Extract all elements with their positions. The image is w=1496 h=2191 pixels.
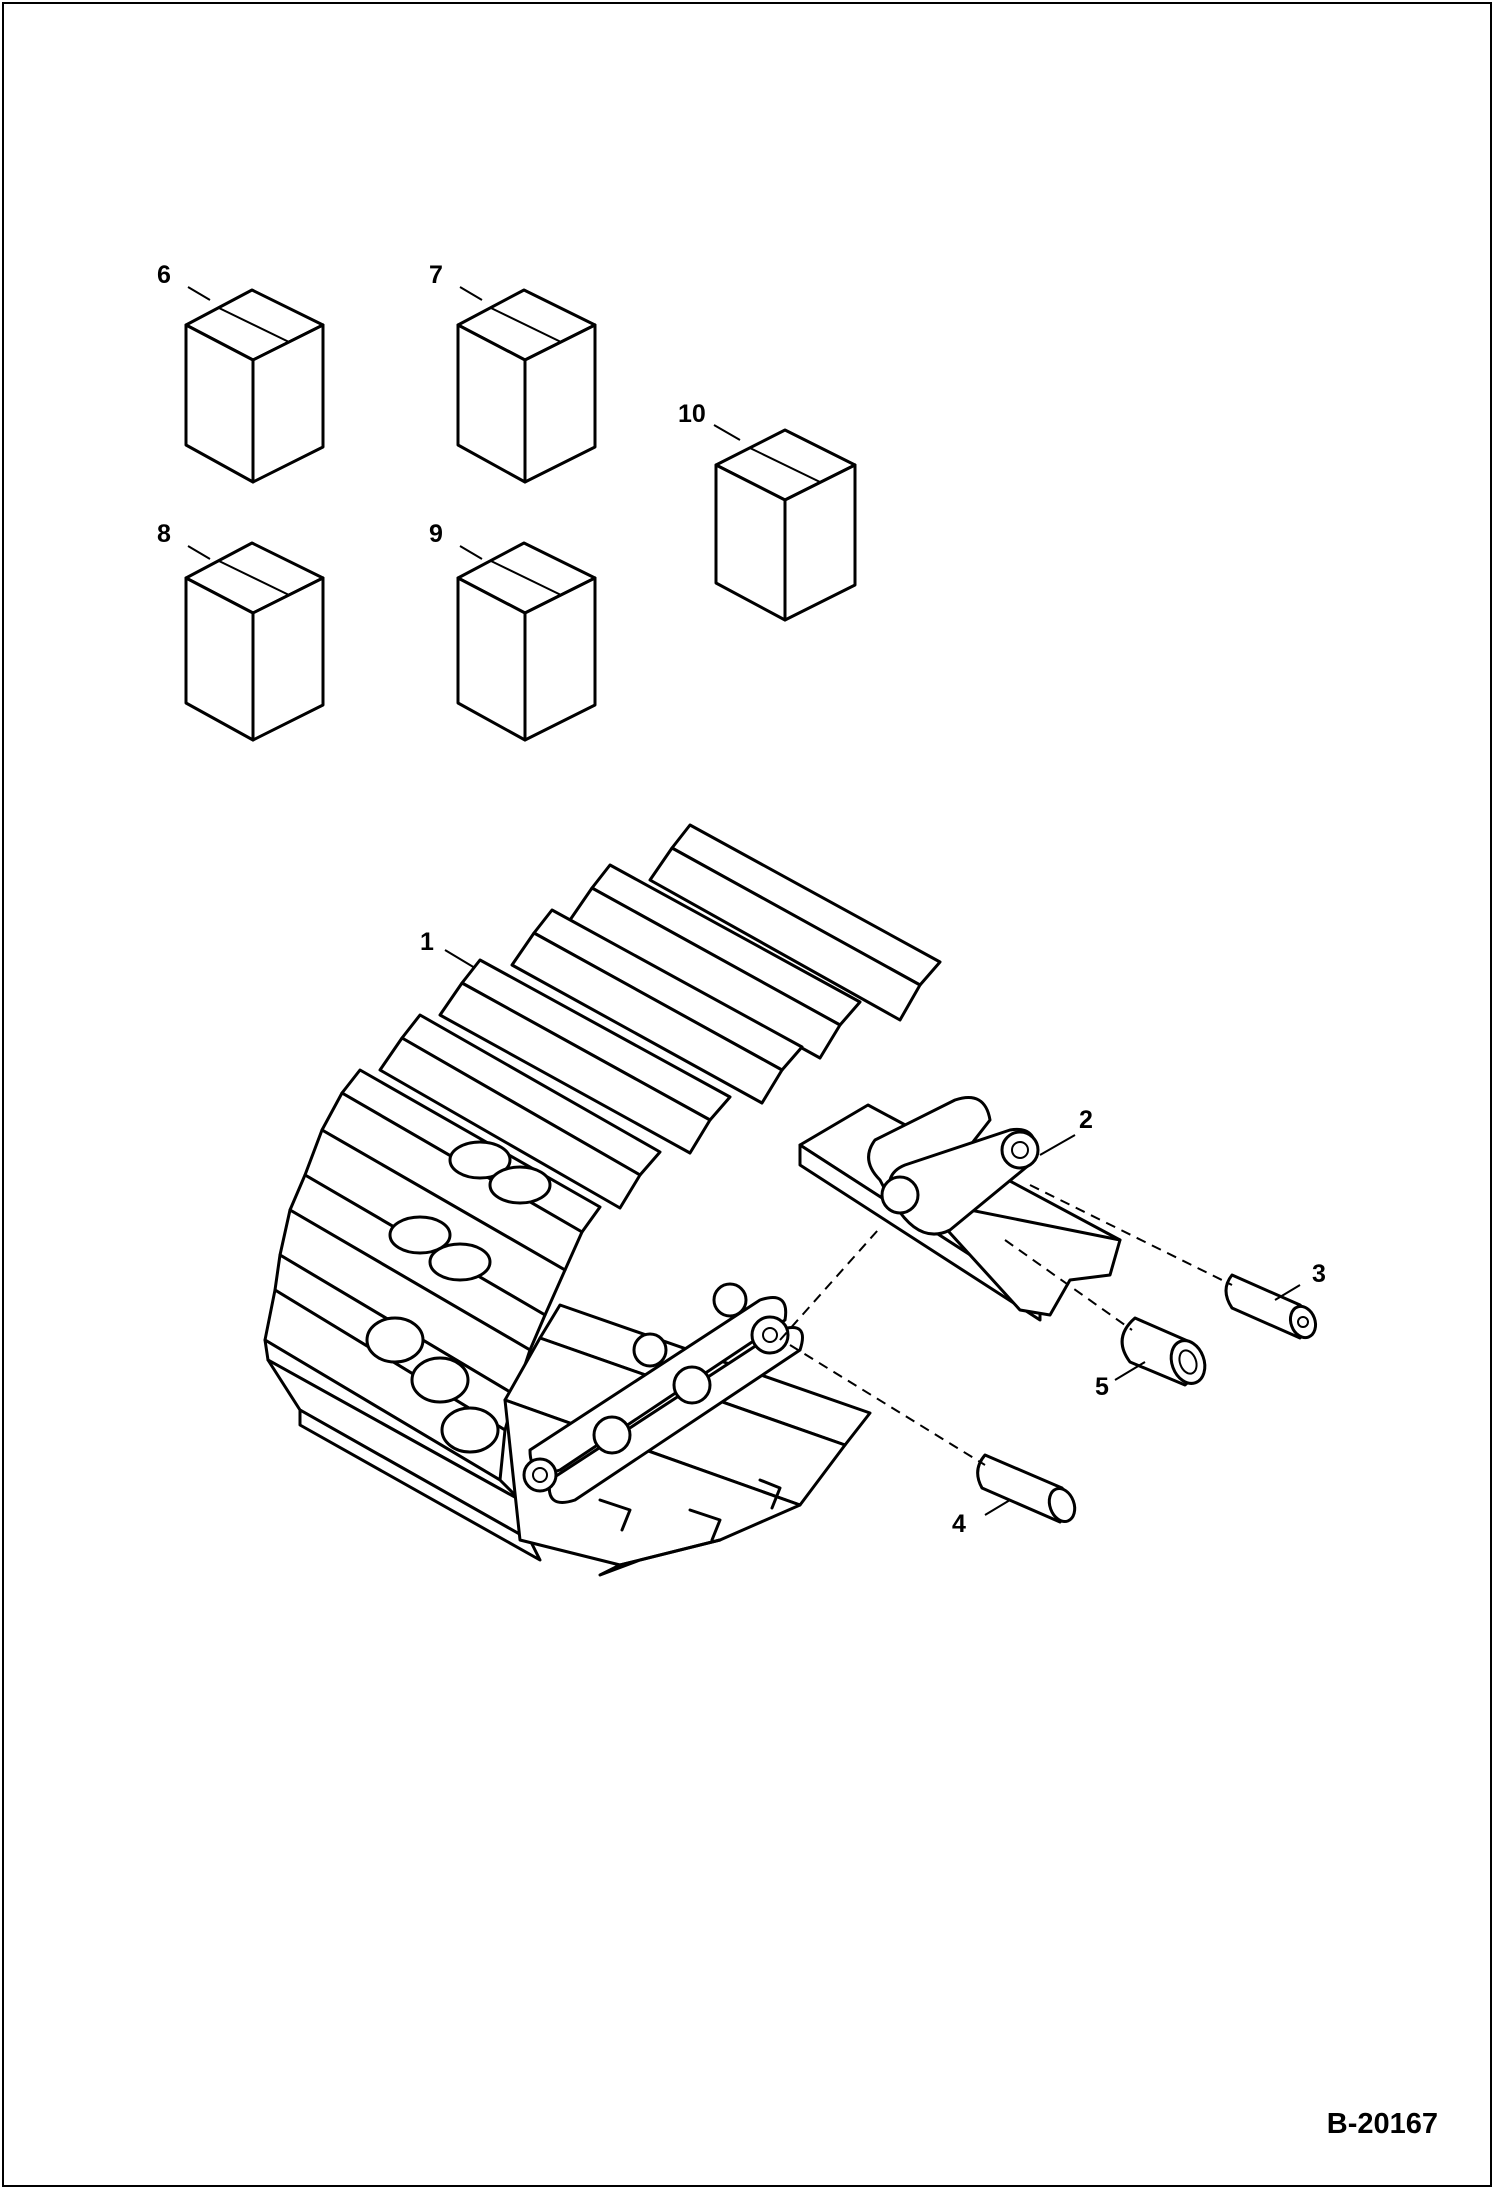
callout-6: 6 — [157, 261, 171, 289]
leader-9 — [459, 545, 483, 560]
kit-box-10 — [714, 428, 857, 622]
master-pin — [1224, 1273, 1318, 1340]
leader-8 — [187, 545, 211, 560]
track-chain-front — [522, 1282, 804, 1504]
leader-1 — [444, 949, 476, 969]
kit-box-8 — [184, 541, 325, 742]
kit-box-6 — [184, 288, 325, 484]
callout-9: 9 — [429, 520, 443, 548]
assembly-line-shoe — [779, 1229, 879, 1341]
callout-5: 5 — [1095, 1373, 1109, 1401]
steel-track-assembly — [263, 823, 942, 1577]
callout-3: 3 — [1312, 1260, 1326, 1288]
figure-id: B-20167 — [1326, 2108, 1438, 2140]
leader-7 — [459, 286, 483, 301]
callout-4: 4 — [952, 1510, 966, 1538]
callout-1: 1 — [420, 928, 434, 956]
callout-2: 2 — [1079, 1106, 1093, 1134]
leader-5 — [1114, 1361, 1146, 1381]
kit-box-9 — [456, 541, 597, 742]
kit-box-7 — [456, 288, 597, 484]
leader-6 — [187, 286, 211, 301]
bushing — [1120, 1316, 1207, 1387]
leader-10 — [713, 424, 741, 441]
callout-7: 7 — [429, 261, 443, 289]
leader-4 — [984, 1499, 1011, 1516]
callout-10: 10 — [678, 400, 706, 428]
track-shoe-segment — [798, 1096, 1122, 1322]
leader-3 — [1274, 1284, 1301, 1301]
assembly-line-master-pin — [1029, 1184, 1233, 1286]
pin — [976, 1453, 1077, 1524]
assembly-line-bushing — [1004, 1239, 1133, 1331]
assembly-line-pin — [789, 1344, 986, 1466]
leader-2 — [1039, 1134, 1076, 1156]
track-chain-links — [365, 1140, 552, 1454]
callout-8: 8 — [157, 520, 171, 548]
